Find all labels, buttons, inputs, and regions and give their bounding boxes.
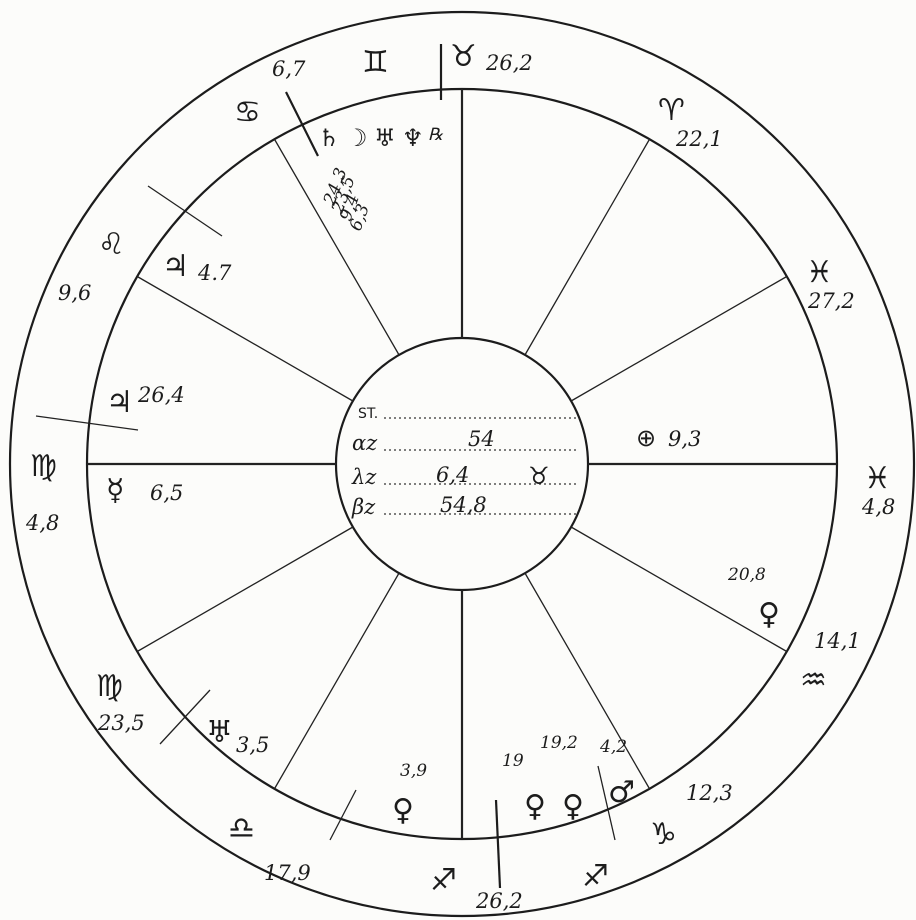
- cusp-value-4: 14,1: [814, 629, 861, 653]
- cusp-sign-2: ♓: [806, 255, 833, 290]
- house-line: [136, 526, 354, 653]
- planet-value-6: 3,5: [236, 733, 269, 757]
- cusp-value-11: 9,6: [58, 281, 91, 305]
- cusp-sign-12: ♋: [234, 95, 261, 130]
- planet-value-0: 9,3: [668, 427, 701, 451]
- cusp-tick-cancer: [285, 91, 319, 157]
- cusp-value-2: 27,2: [807, 289, 855, 313]
- planet-glyph-10: ♄: [318, 124, 340, 152]
- planet-glyph-7: ☿: [106, 473, 124, 508]
- planet-value-1: 20,8: [727, 565, 766, 585]
- planet-glyph-12: ♅: [374, 124, 396, 152]
- cusp-sign-4: ♒: [800, 663, 827, 698]
- cusp-sign-0: ♉: [450, 39, 477, 74]
- cusp-value-3: 4,8: [861, 495, 895, 519]
- planet-value-2: 4,2: [599, 737, 627, 757]
- planet-glyph-3: ♀: [562, 789, 584, 824]
- outer-ring: [8, 10, 916, 918]
- cusp-labels: ♉ 26,2 ♈ 22,1 ♓ 27,2 ♓ 4,8 ♒ 14,1 ♑ 12,3…: [25, 39, 895, 913]
- cusp-value-10: 4,8: [25, 511, 59, 535]
- planet-glyph-5: ♀: [392, 793, 414, 828]
- cusp-sign-9: ♍: [96, 669, 123, 704]
- planet-value-4: 19: [502, 751, 524, 771]
- cusp-sign-13: ♊: [362, 45, 389, 80]
- cusp-sign-3: ♓: [864, 461, 891, 496]
- cusp-tick-sag: [494, 799, 502, 889]
- planet-glyph-2: ♂: [608, 775, 635, 810]
- cusp-sign-6: ♐: [582, 859, 609, 894]
- cusp-value-8: 17,9: [264, 861, 311, 885]
- planet-glyph-4: ♀: [524, 789, 546, 824]
- cusp-tick-sag2: [597, 765, 616, 841]
- bz-value: 54,8: [440, 493, 487, 517]
- house-line: [524, 138, 651, 356]
- cusp-value-5: 12,3: [686, 781, 733, 805]
- lz-value: 6,4: [436, 463, 469, 487]
- planet-glyph-0: ⊕: [636, 424, 656, 452]
- planets: ⊕ 9,3 ♀ 20,8 ♂ 4,2 ♀ 19,2 ♀ 19 ♀ 3,9 ♅ 3…: [106, 124, 780, 828]
- house-line: [570, 526, 788, 653]
- cusp-tick-leo: [147, 185, 223, 237]
- cusp-sign-7: ♐: [430, 863, 457, 898]
- bz-label: βz: [351, 495, 376, 519]
- cusp-sign-8: ♎: [228, 811, 255, 846]
- cusp-tick-virgo: [35, 415, 139, 431]
- cusp-tick-virgo2: [159, 689, 211, 745]
- cusp-sign-11: ♌: [98, 227, 125, 262]
- cusp-value-0: 26,2: [485, 51, 533, 75]
- house-line: [273, 138, 400, 356]
- house-line: [273, 572, 400, 790]
- lz-label: λz: [351, 465, 377, 489]
- house-lines: [87, 89, 837, 839]
- planet-value-8: 26,4: [137, 383, 185, 407]
- cusp-sign-10: ♍: [30, 449, 57, 484]
- planet-glyph-13: ♆: [402, 124, 424, 152]
- cusp-value-1: 22,1: [675, 127, 723, 151]
- st-label: ST.: [358, 406, 378, 422]
- cusp-value-9: 23,5: [97, 711, 145, 735]
- center-info: ST. αz 54 λz 6,4 ♉ βz 54,8: [351, 406, 578, 519]
- house-line: [570, 275, 788, 402]
- cusp-sign-5: ♑: [650, 817, 677, 852]
- planet-value-3: 19,2: [540, 733, 578, 753]
- house-line: [136, 275, 354, 402]
- house-line: [524, 572, 651, 790]
- az-label: αz: [352, 431, 378, 455]
- planet-glyph-8: ♃: [106, 385, 133, 420]
- planet-value-5: 3,9: [400, 761, 427, 781]
- planet-glyph-6: ♅: [206, 715, 233, 750]
- planet-glyph-11: ☽: [346, 124, 368, 152]
- retro-mark: ℞: [428, 125, 444, 145]
- cusp-value-7: 26,2: [475, 889, 523, 913]
- planet-glyph-1: ♀: [758, 597, 780, 632]
- az-value: 54: [468, 427, 495, 451]
- lz-sign: ♉: [528, 462, 550, 490]
- planet-value-9: 4.7: [197, 261, 232, 285]
- cusp-tick-libra: [329, 789, 357, 841]
- cusp-value-12: 6,7: [272, 57, 306, 81]
- planet-value-7: 6,5: [150, 481, 183, 505]
- cusp-sign-1: ♈: [658, 93, 685, 128]
- planet-glyph-9: ♃: [162, 249, 189, 284]
